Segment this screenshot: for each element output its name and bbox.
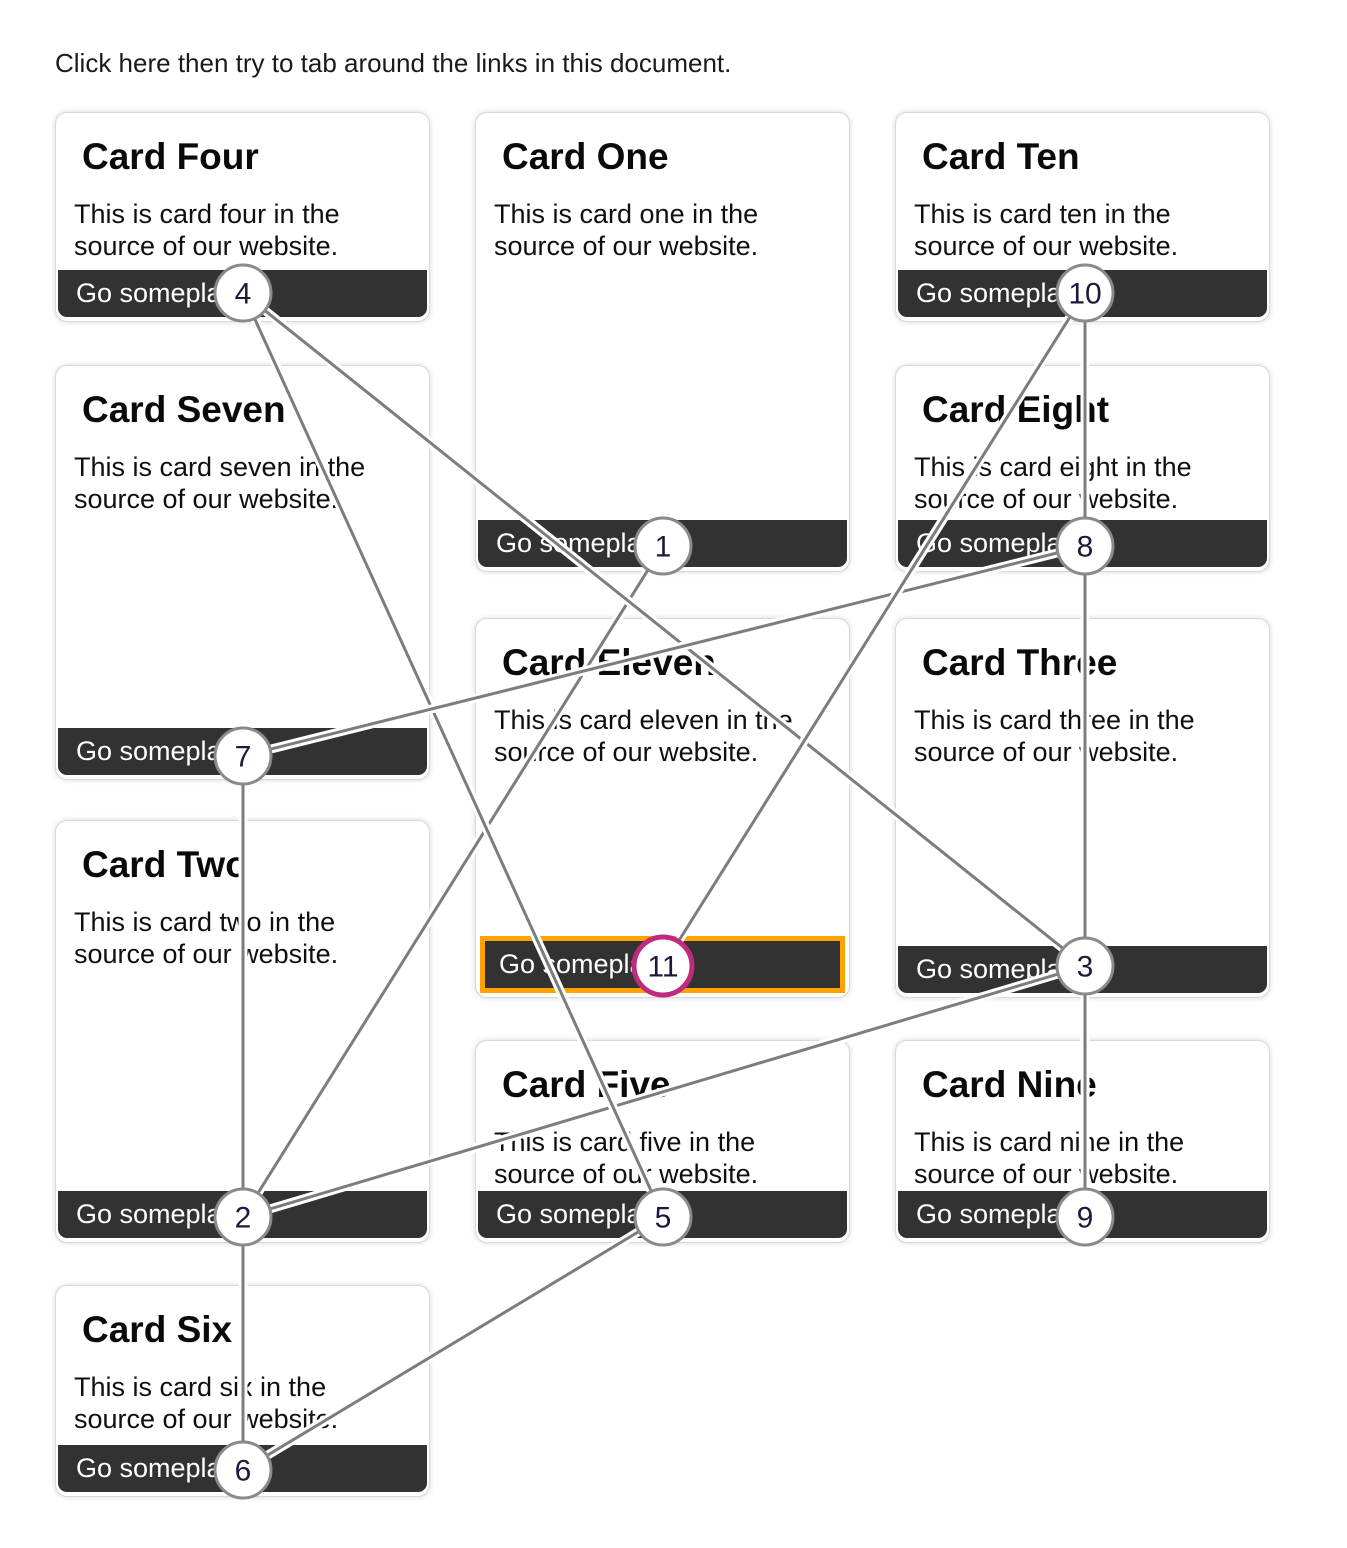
card-title: Card Seven: [82, 389, 286, 430]
card-text: This is card seven in the source of our …: [74, 451, 366, 515]
card-text: This is card nine in the source of our w…: [914, 1126, 1185, 1190]
card-two: Card Two This is card two in the source …: [55, 820, 430, 1243]
card-title: Card Eight: [922, 389, 1110, 430]
card-seven: Card Seven This is card seven in the sou…: [55, 365, 430, 780]
card-title: Card Five: [502, 1064, 671, 1105]
card-text: This is card four in the source of our w…: [74, 198, 340, 262]
go-someplace-link-card-eight[interactable]: Go someplace: [898, 520, 1267, 567]
go-someplace-link-card-nine[interactable]: Go someplace: [898, 1191, 1267, 1238]
card-title: Card Ten: [922, 136, 1080, 177]
card-text: This is card eleven in the source of our…: [494, 704, 793, 768]
card-four: Card Four This is card four in the sourc…: [55, 112, 430, 322]
card-title: Card Nine: [922, 1064, 1097, 1105]
go-someplace-link-card-seven[interactable]: Go someplace: [58, 728, 427, 775]
card-eight: Card Eight This is card eight in the sou…: [895, 365, 1270, 572]
card-title: Card Six: [82, 1309, 233, 1350]
card-ten: Card Ten This is card ten in the source …: [895, 112, 1270, 322]
card-one: Card One This is card one in the source …: [475, 112, 850, 572]
card-text: This is card one in the source of our we…: [494, 198, 759, 262]
card-text: This is card ten in the source of our we…: [914, 198, 1179, 262]
go-someplace-link-card-ten[interactable]: Go someplace: [898, 270, 1267, 317]
go-someplace-link-card-four[interactable]: Go someplace: [58, 270, 427, 317]
card-six: Card Six This is card six in the source …: [55, 1285, 430, 1497]
card-text: This is card five in the source of our w…: [494, 1126, 759, 1190]
card-text: This is card two in the source of our we…: [74, 906, 339, 970]
card-title: Card Three: [922, 642, 1118, 683]
go-someplace-link-card-one[interactable]: Go someplace: [478, 520, 847, 567]
go-someplace-link-card-eleven-focused[interactable]: Go someplace: [480, 936, 845, 993]
card-title: Card One: [502, 136, 669, 177]
card-title: Card Eleven: [502, 642, 716, 683]
go-someplace-link-card-six[interactable]: Go someplace: [58, 1445, 427, 1492]
card-three: Card Three This is card three in the sou…: [895, 618, 1270, 998]
card-text: This is card six in the source of our we…: [74, 1371, 339, 1435]
card-five: Card Five This is card five in the sourc…: [475, 1040, 850, 1243]
card-nine: Card Nine This is card nine in the sourc…: [895, 1040, 1270, 1243]
card-eleven: Card Eleven This is card eleven in the s…: [475, 618, 850, 998]
go-someplace-link-card-three[interactable]: Go someplace: [898, 946, 1267, 993]
go-someplace-link-card-two[interactable]: Go someplace: [58, 1191, 427, 1238]
instruction-text[interactable]: Click here then try to tab around the li…: [55, 48, 732, 78]
card-title: Card Four: [82, 136, 259, 177]
card-title: Card Two: [82, 844, 248, 885]
go-someplace-link-card-five[interactable]: Go someplace: [478, 1191, 847, 1238]
card-text: This is card eight in the source of our …: [914, 451, 1192, 515]
card-text: This is card three in the source of our …: [914, 704, 1195, 768]
